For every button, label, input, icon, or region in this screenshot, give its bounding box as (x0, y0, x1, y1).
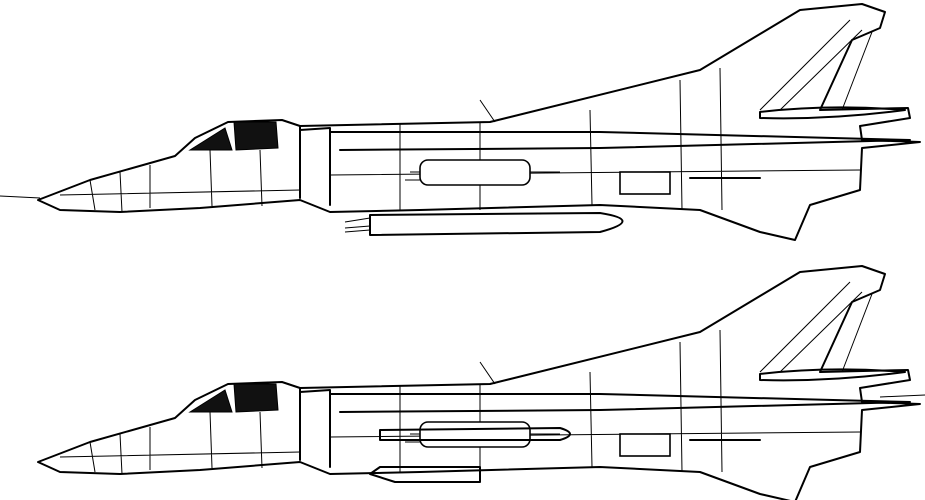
aircraft-bottom (37, 265, 925, 500)
bomb-cluster (344, 217, 371, 233)
drop-tank (369, 212, 624, 236)
aircraft-top (0, 3, 921, 241)
ventral-pod (369, 466, 481, 483)
missile (379, 427, 571, 441)
